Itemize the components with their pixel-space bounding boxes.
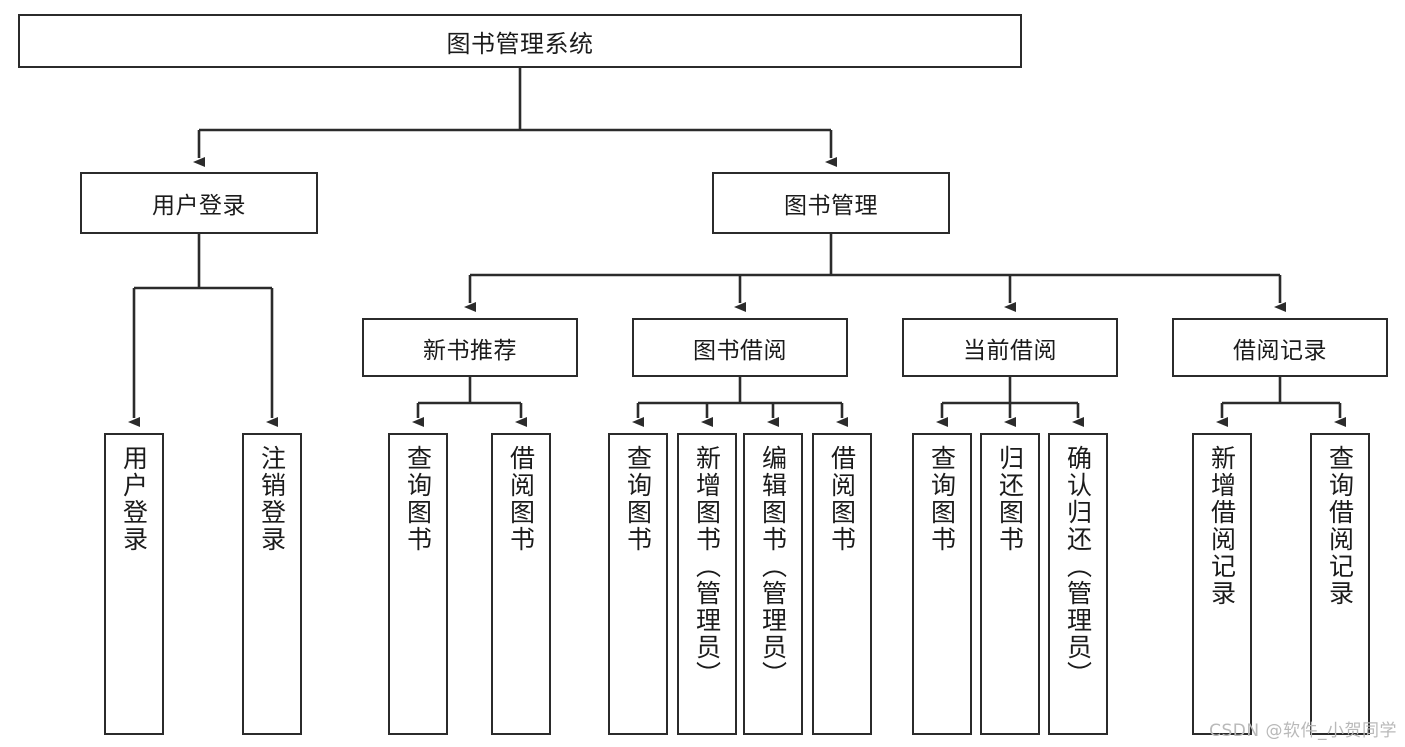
node-label: 用户登录: [119, 445, 149, 553]
node-label: 编辑图书（管理员）: [758, 445, 788, 688]
node-label: 注销登录: [257, 445, 287, 553]
node-label: 图书管理系统: [446, 29, 594, 58]
node-label: 查询借阅记录: [1325, 445, 1355, 607]
node-label: 用户登录: [152, 193, 246, 219]
leaf-query-borrow-record[interactable]: 查询借阅记录: [1310, 433, 1370, 735]
node-label: 新增借阅记录: [1207, 445, 1237, 607]
leaf-add-book-admin[interactable]: 新增图书（管理员）: [677, 433, 737, 735]
node-borrow-record[interactable]: 借阅记录: [1172, 318, 1388, 377]
node-label: 查询图书: [927, 445, 957, 553]
leaf-borrow-book[interactable]: 借阅图书: [812, 433, 872, 735]
node-book-borrow[interactable]: 图书借阅: [632, 318, 848, 377]
node-label: 当前借阅: [963, 337, 1057, 364]
leaf-query-book-current[interactable]: 查询图书: [912, 433, 972, 735]
leaf-logout[interactable]: 注销登录: [242, 433, 302, 735]
leaf-add-borrow-record[interactable]: 新增借阅记录: [1192, 433, 1252, 735]
leaf-borrow-book-recommend[interactable]: 借阅图书: [491, 433, 551, 735]
node-label: 新书推荐: [423, 337, 517, 364]
node-label: 图书管理: [784, 193, 878, 219]
node-new-book-recommend[interactable]: 新书推荐: [362, 318, 578, 377]
node-label: 确认归还（管理员）: [1063, 445, 1093, 688]
node-current-borrow[interactable]: 当前借阅: [902, 318, 1118, 377]
node-user-login[interactable]: 用户登录: [80, 172, 318, 234]
leaf-confirm-return-admin[interactable]: 确认归还（管理员）: [1048, 433, 1108, 735]
node-book-management[interactable]: 图书管理: [712, 172, 950, 234]
node-root-system[interactable]: 图书管理系统: [18, 14, 1022, 68]
node-label: 归还图书: [995, 445, 1025, 553]
node-label: 图书借阅: [693, 337, 787, 364]
leaf-return-book[interactable]: 归还图书: [980, 433, 1040, 735]
node-label: 借阅记录: [1233, 337, 1327, 364]
node-label: 借阅图书: [827, 445, 857, 553]
leaf-query-book-recommend[interactable]: 查询图书: [388, 433, 448, 735]
leaf-edit-book-admin[interactable]: 编辑图书（管理员）: [743, 433, 803, 735]
leaf-query-book[interactable]: 查询图书: [608, 433, 668, 735]
node-label: 新增图书（管理员）: [692, 445, 722, 688]
leaf-user-login[interactable]: 用户登录: [104, 433, 164, 735]
node-label: 查询图书: [403, 445, 433, 553]
node-label: 借阅图书: [506, 445, 536, 553]
node-label: 查询图书: [623, 445, 653, 553]
